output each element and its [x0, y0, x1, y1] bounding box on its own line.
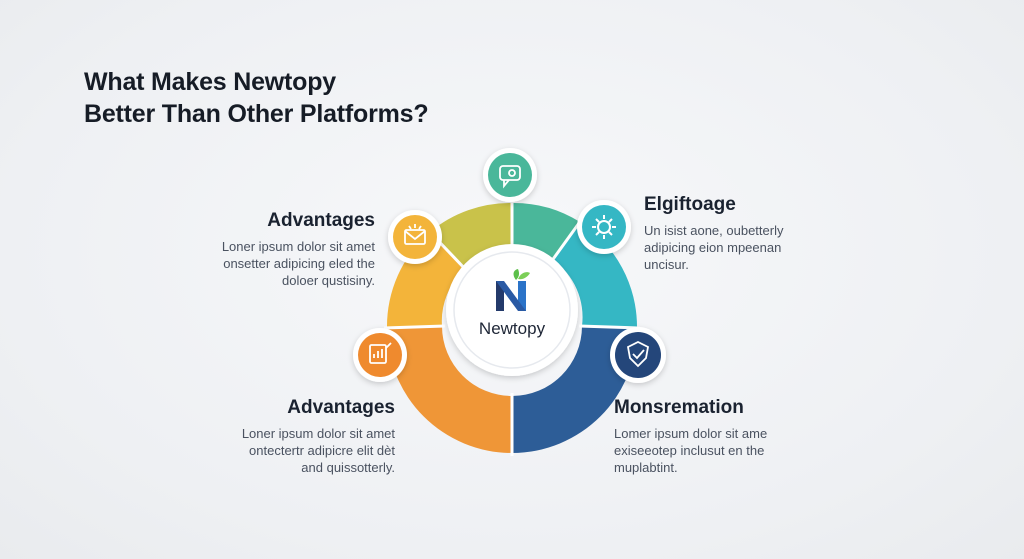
feature-description-line: ontectertr adipicre elit dèt: [249, 443, 395, 458]
feature-description-line: muplabtint.: [614, 460, 678, 475]
feature-heading: Advantages: [267, 210, 375, 231]
feature-heading: Advantages: [287, 397, 395, 418]
feature-description: Lomer ipsum dolor sit ame exiseeotep inc…: [614, 425, 814, 476]
top-left-icon-badge: [388, 210, 442, 264]
envelope-icon: [404, 224, 426, 245]
feature-description: Loner ipsum dolor sit amet onsetter adip…: [190, 238, 375, 289]
top-right-icon-badge: [577, 200, 631, 254]
bottom-left-icon-badge: [353, 328, 407, 382]
center-label: Newtopy: [479, 319, 546, 338]
feature-block-top-right: Elgiftoage Un isist aone, oubetterly adi…: [644, 194, 844, 273]
feature-heading: Monsremation: [614, 397, 744, 418]
feature-description-line: adipicing eion mpeenan: [644, 240, 782, 255]
segment-cyan: [553, 222, 638, 328]
bottom-right-icon-badge: [610, 327, 666, 383]
feature-description-line: onsetter adipicing eled the: [223, 256, 375, 271]
segment-orange: [387, 326, 512, 453]
feature-description-line: doloer qustisiny.: [282, 273, 375, 288]
feature-description-line: Loner ipsum dolor sit amet: [241, 426, 395, 441]
page-title: What Makes Newtopy Better Than Other Pla…: [84, 66, 429, 130]
feature-description-line: uncisur.: [644, 257, 689, 272]
feature-block-bottom-left: Advantages Loner ipsum dolor sit amet on…: [205, 397, 395, 476]
center-hub-inner-ring: [453, 251, 571, 369]
top-icon-badge: [483, 148, 537, 202]
chart-doc-icon: [369, 342, 392, 364]
newtopy-logo-icon: [496, 269, 530, 311]
shield-check-icon: [626, 340, 650, 368]
feature-description-line: exiseeotep inclusut en the: [614, 443, 765, 458]
feature-description-line: and quissotterly.: [301, 460, 395, 475]
feature-block-top-left: Advantages Loner ipsum dolor sit amet on…: [190, 210, 375, 289]
feature-description-line: Un isist aone, oubetterly: [644, 223, 784, 238]
segment-blue: [512, 326, 637, 453]
feature-description-line: Loner ipsum dolor sit amet: [221, 239, 375, 254]
feature-block-bottom-right: Monsremation Lomer ipsum dolor sit ame e…: [614, 397, 814, 476]
segment-yellow: [386, 232, 465, 328]
feature-description: Loner ipsum dolor sit amet ontectertr ad…: [205, 425, 395, 476]
chat-badge-icon: [499, 165, 521, 189]
feature-heading: Elgiftoage: [644, 194, 736, 215]
feature-description-line: Lomer ipsum dolor sit ame: [614, 426, 768, 441]
page-title-line-2: Better Than Other Platforms?: [84, 100, 429, 128]
page-title-line-1: What Makes Newtopy: [84, 68, 337, 96]
feature-description: Un isist aone, oubetterly adipicing eion…: [644, 222, 844, 273]
segment-dividers: [383, 200, 641, 456]
gear-icon: [592, 215, 616, 239]
center-hub: [446, 244, 578, 376]
